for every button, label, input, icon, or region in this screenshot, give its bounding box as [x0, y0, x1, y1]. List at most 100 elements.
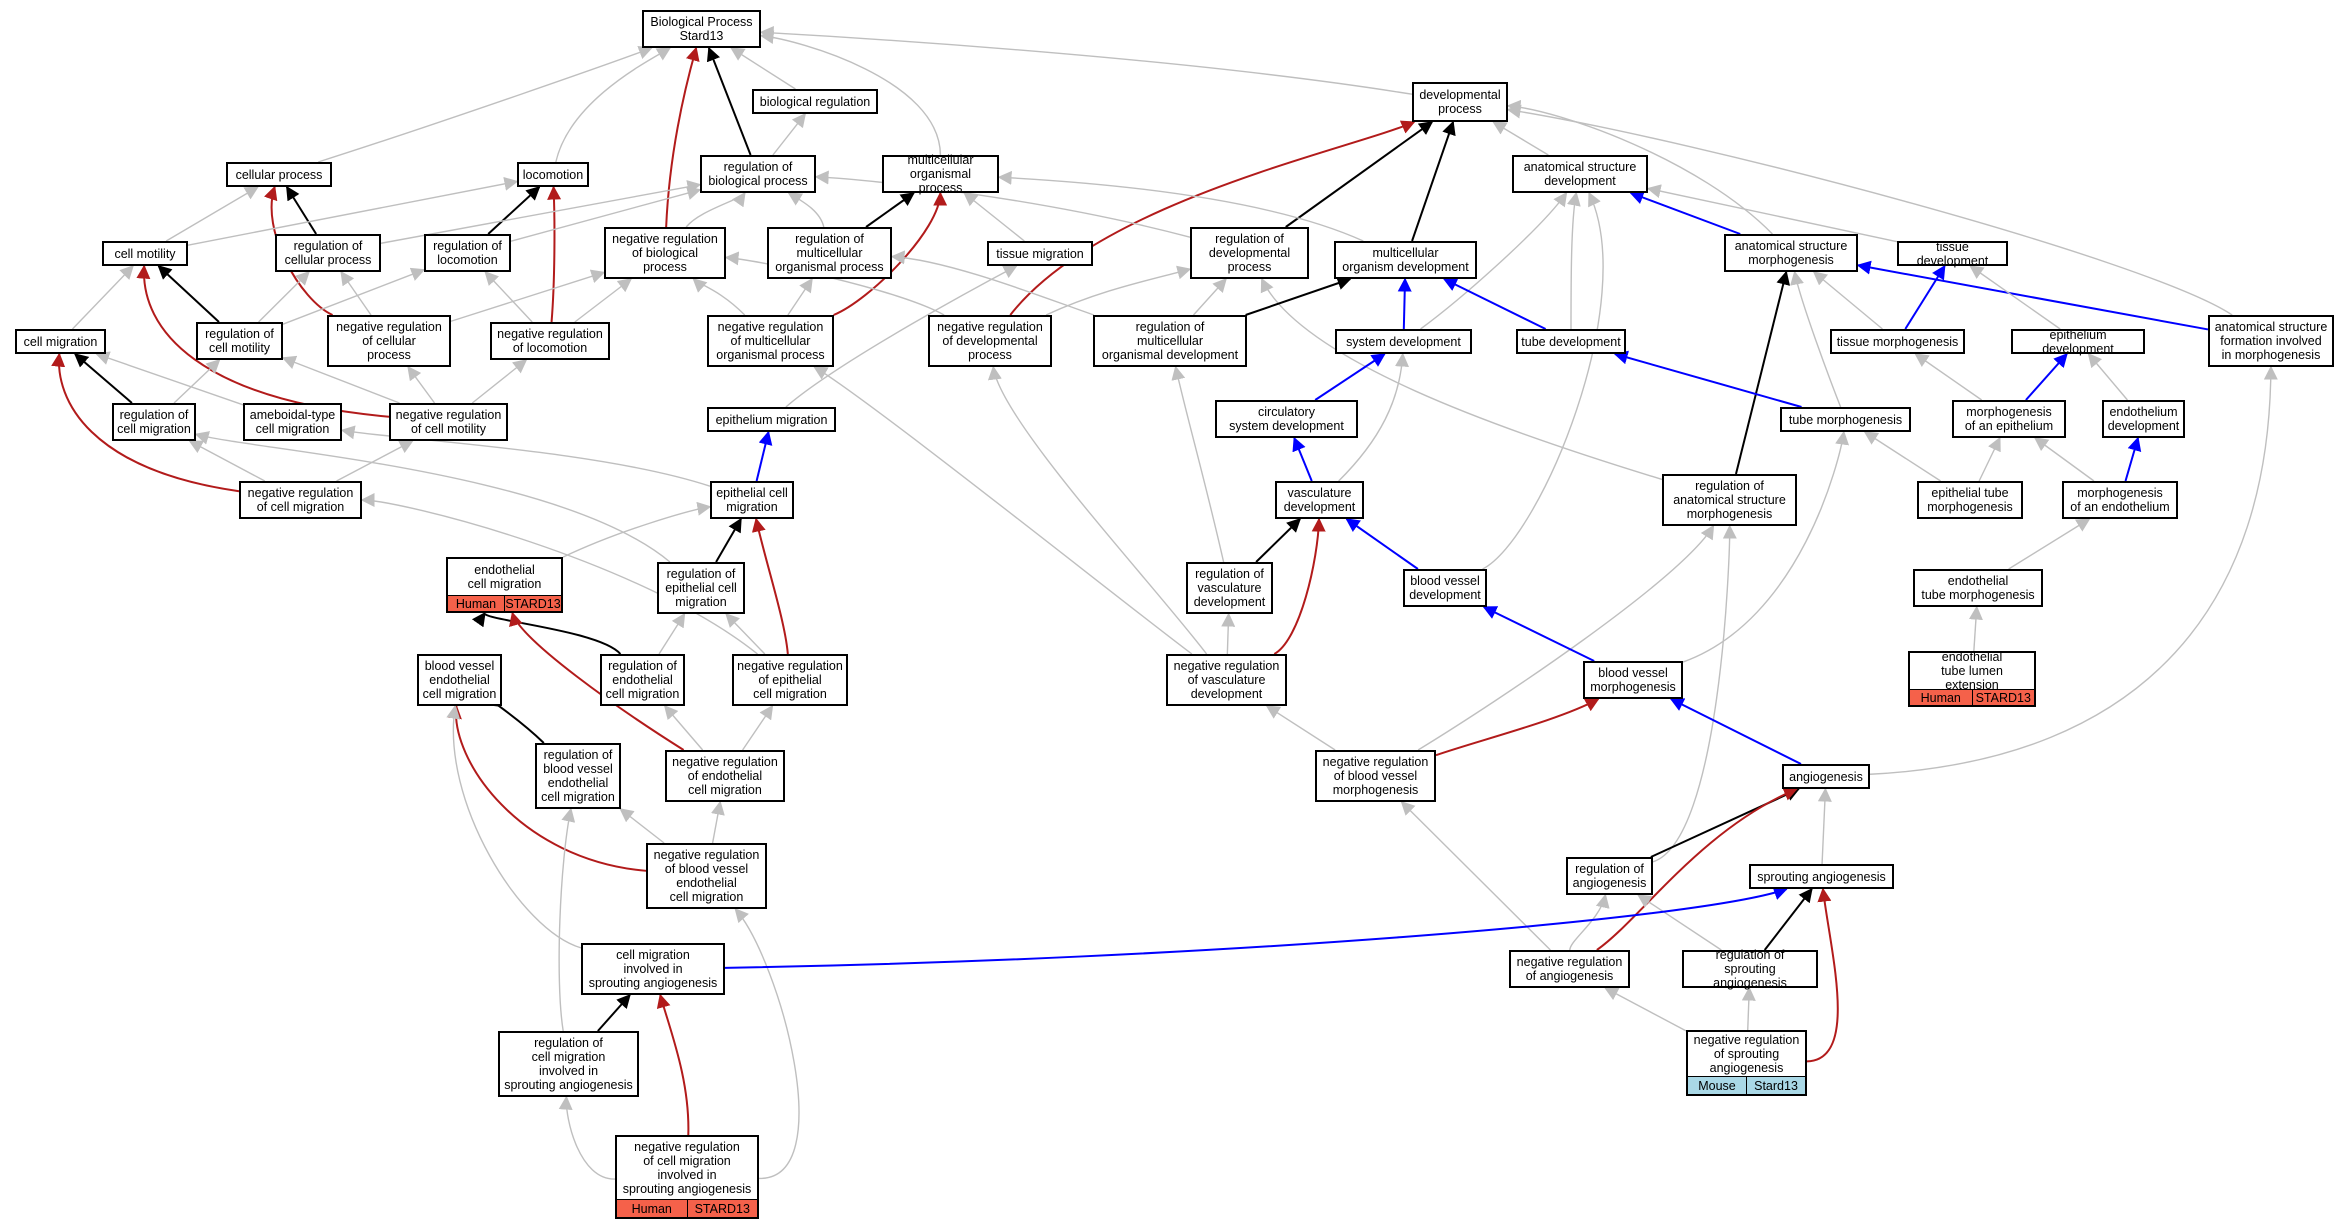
- term-node-regbvendocellmig[interactable]: regulation of blood vessel endothelial c…: [535, 743, 621, 809]
- term-node-negregloco[interactable]: negative regulation of locomotion: [490, 322, 610, 360]
- term-node-negregmulti[interactable]: negative regulation of multicellular org…: [707, 315, 834, 367]
- term-node-biolreg[interactable]: biological regulation: [752, 89, 878, 114]
- term-node-regcellmot[interactable]: regulation of cell motility: [196, 322, 283, 360]
- term-node-epimig[interactable]: epithelium migration: [707, 407, 836, 432]
- term-node-bp[interactable]: Biological Process Stard13: [642, 10, 761, 48]
- edge-gray-anatdev-to-devproc: [1492, 121, 1549, 156]
- term-node-sysdev[interactable]: system development: [1335, 329, 1472, 354]
- term-node-regcellmig[interactable]: regulation of cell migration: [112, 403, 196, 441]
- term-node-morphepi[interactable]: morphogenesis of an epithelium: [1952, 400, 2066, 438]
- edge-gray-anatmorph-to-devproc: [1506, 99, 1773, 235]
- term-node-negregangio[interactable]: negative regulation of angiogenesis: [1509, 950, 1630, 988]
- term-node-negregcellmot[interactable]: negative regulation of cell motility: [389, 403, 508, 441]
- edge-gray-negregcellmot-to-negregloco: [471, 359, 528, 404]
- term-node-bvendocellmig[interactable]: blood vessel endothelial cell migration: [417, 654, 502, 706]
- term-node-negregbvendocellmig[interactable]: negative regulation of blood vessel endo…: [646, 843, 767, 909]
- term-node-epicellmig[interactable]: epithelial cell migration: [710, 481, 794, 519]
- term-node-cellmigsprout[interactable]: cell migration involved in sprouting ang…: [581, 943, 725, 995]
- species-label: Human: [631, 1201, 672, 1216]
- edge-gray-sysdev-to-anatdev: [1420, 191, 1568, 330]
- term-node-regsproutangio[interactable]: regulation of sprouting angiogenesis: [1682, 948, 1818, 990]
- term-node-endotubemorph[interactable]: endothelial tube morphogenesis: [1913, 569, 2043, 607]
- term-node-vascdev[interactable]: vasculature development: [1275, 481, 1364, 519]
- edge-black-regmultidev-to-multidev: [1245, 276, 1352, 316]
- term-node-bvdev[interactable]: blood vessel development: [1403, 569, 1487, 607]
- term-node-angio[interactable]: angiogenesis: [1782, 764, 1870, 789]
- term-node-regvascdev[interactable]: regulation of vasculature development: [1186, 562, 1273, 614]
- term-node-negregcellmigsprout[interactable]: negative regulation of cell migration in…: [615, 1135, 759, 1201]
- term-node-cellmig[interactable]: cell migration: [15, 329, 106, 354]
- term-node-negregcellmig[interactable]: negative regulation of cell migration: [239, 481, 362, 519]
- term-node-tissuemorph[interactable]: tissue morphogenesis: [1830, 329, 1965, 354]
- term-node-epitubemorph[interactable]: epithelial tube morphogenesis: [1917, 481, 2023, 519]
- term-node-regmulti[interactable]: regulation of multicellular organismal p…: [767, 227, 892, 279]
- edge-red-negregloco-to-locomotion: [547, 185, 562, 323]
- edge-gray-negregbvendocellmig-to-regbvendocellmig: [619, 808, 665, 844]
- edge-blue-sysdev-to-multidev: [1397, 277, 1412, 330]
- edge-gray-negregbvmorph-to-reganatmorph: [1417, 524, 1715, 751]
- term-node-tubemorph[interactable]: tube morphogenesis: [1780, 407, 1911, 432]
- term-node-regdev[interactable]: regulation of developmental process: [1190, 227, 1309, 279]
- edge-blue-tissuemorph-to-tissuedev: [1904, 264, 1946, 330]
- term-node-tissuedev[interactable]: tissue development: [1897, 240, 2008, 268]
- edge-blue-vascdev-to-circdev: [1292, 436, 1313, 482]
- edge-gray-negregangio-to-negregbvmorph: [1400, 801, 1551, 951]
- term-node-negregvascdev[interactable]: negative regulation of vasculature devel…: [1166, 654, 1287, 706]
- edge-gray-epimig-to-tissuemig: [785, 265, 1018, 408]
- term-node-anatformmorph[interactable]: anatomical structure formation involved …: [2208, 315, 2334, 367]
- term-node-reganatmorph[interactable]: regulation of anatomical structure morph…: [1662, 474, 1797, 526]
- term-node-epidev[interactable]: epithelium development: [2011, 328, 2145, 356]
- term-node-amoeboid[interactable]: ameboidal-type cell migration: [243, 403, 342, 441]
- term-node-regbio[interactable]: regulation of biological process: [700, 155, 816, 193]
- edge-gray-regangio-to-reganatmorph: [1652, 524, 1737, 863]
- term-node-regendocellmig[interactable]: regulation of endothelial cell migration: [600, 654, 685, 706]
- edge-red-negregendocellmig-to-endocellmig: [509, 611, 685, 751]
- term-node-endocellmig[interactable]: endothelial cell migration: [446, 557, 563, 597]
- term-node-multidev[interactable]: multicellular organism development: [1334, 241, 1477, 279]
- term-node-regcellmigsprout[interactable]: regulation of cell migration involved in…: [498, 1031, 639, 1097]
- edge-black-regcellproc-to-cellproc: [285, 185, 317, 235]
- term-node-cellmot[interactable]: cell motility: [102, 241, 188, 266]
- edge-gray-epitubemorph-to-morphepi: [1978, 436, 2001, 482]
- term-node-regloco[interactable]: regulation of locomotion: [424, 234, 511, 272]
- term-node-anatdev[interactable]: anatomical structure development: [1512, 155, 1648, 193]
- term-node-regcellproc[interactable]: regulation of cellular process: [275, 234, 381, 272]
- term-node-endotubelumen[interactable]: endothelial tube lumen extension: [1908, 650, 2036, 692]
- term-node-circdev[interactable]: circulatory system development: [1215, 400, 1358, 438]
- edge-gray-devproc-to-bp: [759, 26, 1413, 95]
- edge-gray-regbio-to-biolreg: [772, 112, 807, 156]
- edge-red-negregangio-to-angio: [1596, 787, 1798, 951]
- edge-gray-regendocellmig-to-regepicellmig: [658, 612, 686, 655]
- term-node-multiorg[interactable]: multicellular organismal process: [882, 153, 999, 195]
- term-node-negregepicellmig[interactable]: negative regulation of epithelial cell m…: [732, 654, 848, 706]
- term-node-endodev[interactable]: endothelium development: [2102, 400, 2185, 438]
- term-node-morphendo[interactable]: morphogenesis of an endothelium: [2062, 481, 2178, 519]
- term-node-negregcellproc[interactable]: negative regulation of cellular process: [327, 315, 451, 367]
- term-node-anatmorph[interactable]: anatomical structure morphogenesis: [1724, 234, 1858, 272]
- edge-gray-negregendocellmig-to-negregepicellmig: [742, 704, 774, 751]
- term-node-negregdev[interactable]: negative regulation of developmental pro…: [928, 315, 1052, 367]
- term-node-tubedev[interactable]: tube development: [1516, 329, 1626, 354]
- edge-blue-cellmigsprout-to-sproutangio: [724, 886, 1788, 969]
- term-node-negregbio[interactable]: negative regulation of biological proces…: [604, 227, 726, 279]
- term-node-regangio[interactable]: regulation of angiogenesis: [1566, 857, 1653, 895]
- edge-gray-tissuemig-to-multiorg: [963, 192, 1025, 242]
- term-node-sproutangio[interactable]: sprouting angiogenesis: [1749, 864, 1894, 889]
- term-node-devproc[interactable]: developmental process: [1412, 82, 1508, 122]
- edge-blue-tubedev-to-multidev: [1442, 278, 1547, 330]
- term-node-tissuemig[interactable]: tissue migration: [987, 241, 1093, 266]
- term-node-negregsproutangio[interactable]: negative regulation of sprouting angioge…: [1686, 1030, 1807, 1078]
- term-node-regmultidev[interactable]: regulation of multicellular organismal d…: [1093, 315, 1247, 367]
- edge-gray-negregcellmig-to-regcellmig: [188, 440, 266, 482]
- species-label: Human: [1920, 690, 1961, 705]
- edge-black-regmulti-to-multiorg: [865, 192, 915, 228]
- term-node-regepicellmig[interactable]: regulation of epithelial cell migration: [657, 562, 745, 614]
- term-node-locomotion[interactable]: locomotion: [517, 162, 589, 187]
- term-node-bvmorph[interactable]: blood vessel morphogenesis: [1583, 661, 1683, 699]
- edge-gray-bvdev-to-anatdev: [1482, 191, 1604, 570]
- term-node-negregbvmorph[interactable]: negative regulation of blood vessel morp…: [1315, 750, 1436, 802]
- term-node-negregendocellmig[interactable]: negative regulation of endothelial cell …: [665, 750, 785, 802]
- term-node-cellproc[interactable]: cellular process: [226, 162, 332, 187]
